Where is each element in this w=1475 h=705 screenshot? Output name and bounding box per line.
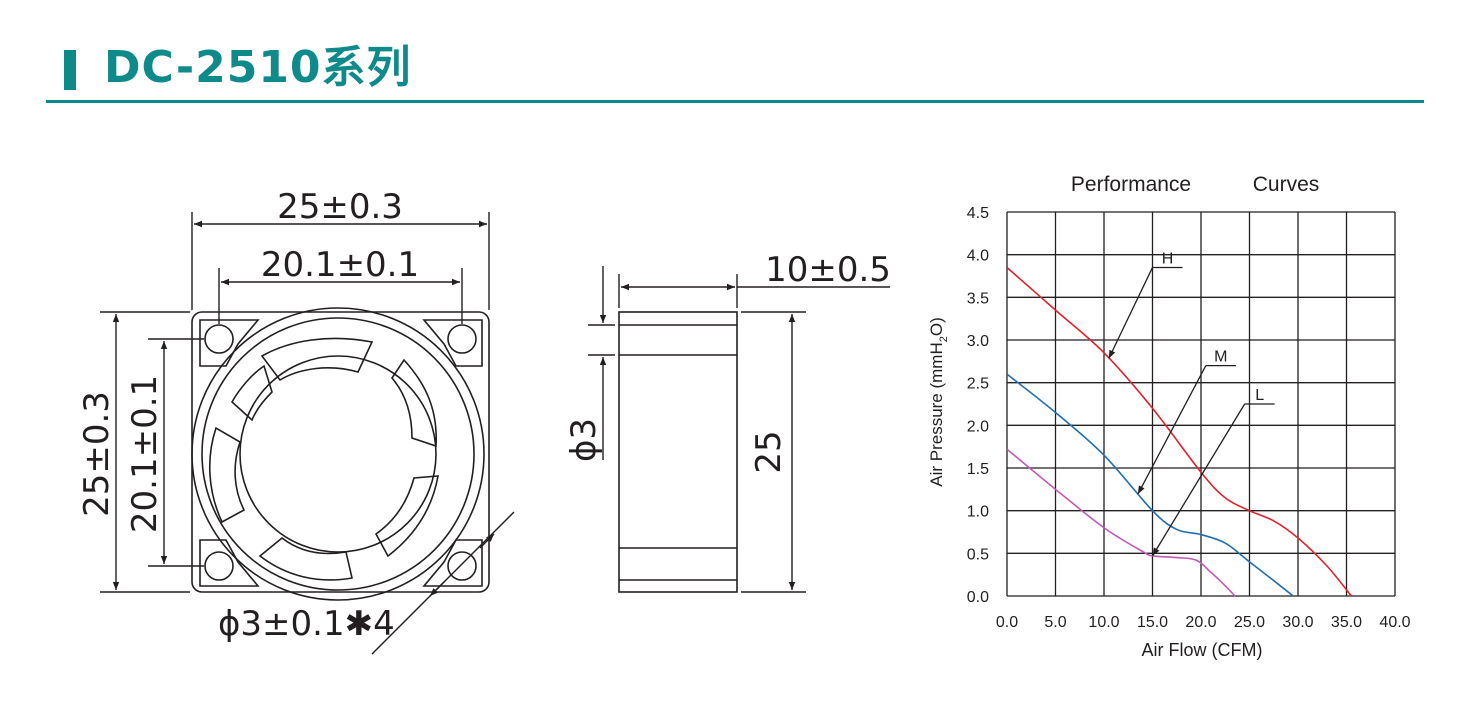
side-dimensions bbox=[588, 266, 890, 593]
curve-l bbox=[1006, 448, 1236, 597]
fan-ring-outer bbox=[191, 307, 485, 601]
dim-height-holes: 20.1±0.1 bbox=[125, 375, 165, 533]
mount-hole-tl bbox=[204, 324, 234, 354]
x-tick-label: 0.0 bbox=[996, 614, 1018, 631]
y-tick-label: 1.0 bbox=[967, 504, 989, 521]
dim-thickness: 10±0.5 bbox=[765, 250, 891, 290]
mount-hole-bl bbox=[204, 551, 234, 581]
y-tick-label: 3.0 bbox=[967, 333, 989, 350]
fan-hub bbox=[239, 355, 437, 553]
callout-leader bbox=[1137, 365, 1207, 495]
chart-ylabel: Air Pressure (mmH2O) bbox=[927, 317, 950, 487]
fan-blade-1 bbox=[260, 337, 374, 382]
page-title: DC-2510系列 bbox=[104, 42, 412, 93]
fan-blade-6 bbox=[230, 364, 273, 422]
side-view bbox=[618, 311, 738, 593]
fan-blade-3 bbox=[374, 475, 439, 558]
dim-height-outer: 25±0.3 bbox=[77, 391, 117, 517]
dim-width-holes: 20.1±0.1 bbox=[261, 245, 419, 285]
y-tick-label: 3.5 bbox=[967, 290, 989, 307]
y-tick-label: 2.5 bbox=[967, 376, 989, 393]
chart-curves bbox=[1006, 266, 1352, 597]
y-tick-label: 2.0 bbox=[967, 418, 989, 435]
title-accent-bar bbox=[64, 50, 76, 90]
callout-leader bbox=[1151, 403, 1246, 557]
curve-m bbox=[1006, 373, 1294, 597]
mount-boss-tr bbox=[422, 319, 483, 367]
curve-label-l: L bbox=[1255, 387, 1264, 404]
ylabel-main: Air Pressure (mmH bbox=[927, 342, 946, 487]
dim-width-outer: 25±0.3 bbox=[277, 187, 403, 227]
chart-xlabel: Air Flow (CFM) bbox=[1142, 640, 1263, 660]
y-tick-label: 1.5 bbox=[967, 461, 989, 478]
x-tick-label: 20.0 bbox=[1185, 614, 1216, 631]
curve-callouts: H M L bbox=[1108, 250, 1275, 557]
mount-boss-br bbox=[422, 539, 483, 587]
curve-h bbox=[1006, 266, 1352, 597]
x-tick-label: 5.0 bbox=[1044, 614, 1066, 631]
side-body bbox=[618, 311, 738, 593]
fan-blade-2 bbox=[390, 358, 437, 448]
mount-boss-tl bbox=[199, 319, 260, 367]
curve-label-m: M bbox=[1214, 349, 1227, 366]
chart-ticks: 0.0 5.0 10.0 15.0 20.0 25.0 30.0 35.0 40.0 0.0 0.5… bbox=[967, 205, 1411, 631]
chart-title-right: Curves bbox=[1253, 173, 1320, 196]
dim-flange: ϕ3 bbox=[564, 418, 604, 462]
callout-leader bbox=[1108, 267, 1154, 359]
title-divider bbox=[46, 100, 1424, 103]
x-tick-label: 25.0 bbox=[1234, 614, 1265, 631]
fan-blade-5 bbox=[208, 426, 246, 524]
ylabel-end: O) bbox=[927, 317, 946, 336]
y-tick-label: 0.5 bbox=[967, 546, 989, 563]
chart-grid bbox=[1006, 211, 1396, 597]
y-tick-label: 4.5 bbox=[967, 205, 989, 222]
front-view bbox=[191, 307, 490, 601]
mount-boss-bl bbox=[199, 539, 260, 587]
mount-hole-tr bbox=[447, 324, 477, 354]
x-tick-label: 40.0 bbox=[1379, 614, 1410, 631]
x-tick-label: 10.0 bbox=[1088, 614, 1119, 631]
y-tick-label: 4.0 bbox=[967, 248, 989, 265]
mount-hole-br bbox=[447, 551, 477, 581]
dim-hole-diameter: ϕ3±0.1✱4 bbox=[218, 604, 395, 644]
fan-blade-4 bbox=[258, 536, 353, 581]
fan-ring-inner bbox=[201, 317, 475, 591]
ylabel-subscript: 2 bbox=[938, 336, 950, 342]
x-tick-label: 35.0 bbox=[1331, 614, 1362, 631]
dim-side-height: 25 bbox=[749, 430, 789, 473]
y-tick-label: 0.0 bbox=[967, 589, 989, 606]
x-tick-label: 30.0 bbox=[1282, 614, 1313, 631]
chart-title-left: Performance bbox=[1071, 173, 1191, 196]
front-dimensions bbox=[100, 212, 515, 655]
curve-label-h: H bbox=[1162, 250, 1174, 267]
x-tick-label: 15.0 bbox=[1137, 614, 1168, 631]
